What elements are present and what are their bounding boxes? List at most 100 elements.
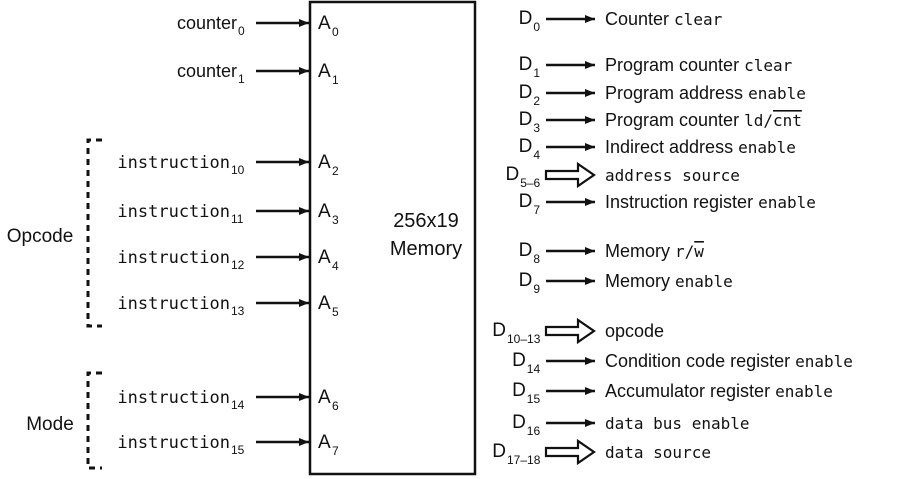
output-desc-signal: clear [744, 56, 793, 75]
output-pin-subscript: 7 [533, 203, 540, 217]
output-desc-signal: enable [758, 193, 816, 212]
input-signal-subscript: 13 [231, 304, 245, 318]
output-signal-description: Counter clear [605, 9, 723, 29]
output-desc-text: Memory [605, 271, 675, 291]
output-pin-label: D [512, 380, 526, 401]
mode-bracket [86, 371, 102, 470]
output-pin-subscript: 8 [533, 252, 540, 266]
input-pin-subscript: 1 [332, 73, 339, 87]
output-signal-description: Memory enable [605, 271, 733, 291]
output-bus-arrow [544, 317, 596, 345]
output-desc-signal: data source [605, 443, 711, 462]
output-desc-text: Memory [605, 241, 675, 261]
input-pin-subscript: 5 [332, 305, 339, 319]
opcode-bracket [86, 138, 102, 328]
output-desc-text: Program address [605, 83, 748, 103]
input-signal-subscript: 1 [238, 72, 245, 86]
input-pin-subscript: 3 [332, 213, 339, 227]
input-signal-subscript: 14 [231, 398, 245, 412]
output-desc-text: Accumulator register [605, 381, 775, 401]
output-pin-label: D [519, 82, 533, 103]
input-signal-subscript: 15 [231, 443, 245, 457]
input-signal-subscript: 11 [231, 212, 244, 226]
mode-group-label: Mode [26, 414, 74, 435]
memory-label-size: 256x19 [393, 210, 459, 232]
output-signal-description: data bus enable [605, 414, 750, 433]
memory-label-type: Memory [390, 238, 462, 260]
input-pin-subscript: 7 [332, 444, 339, 458]
output-desc-text: opcode [605, 321, 664, 341]
output-desc-signal: enable [775, 382, 833, 401]
output-signal-description: Indirect address enable [605, 137, 796, 157]
output-pin-subscript: 9 [533, 282, 540, 296]
input-pin-label: A [318, 432, 331, 453]
output-signal-description: Program counter clear [605, 55, 793, 75]
opcode-group-label: Opcode [7, 226, 74, 247]
input-signal-subscript: 12 [231, 258, 245, 272]
output-pin-subscript: 16 [527, 424, 541, 438]
output-pin-subscript: 2 [533, 94, 540, 108]
output-signal-description: Instruction register enable [605, 192, 816, 212]
output-pin-label: D [512, 350, 526, 371]
input-pin-label: A [318, 293, 331, 314]
output-pin-subscript: 1 [533, 66, 540, 80]
input-pin-label: A [318, 247, 331, 268]
output-signal-description: Program counter ld/cnt [605, 110, 802, 130]
output-desc-active-low: cnt [773, 111, 802, 130]
output-desc-signal: enable [748, 84, 806, 103]
output-pin-subscript: 0 [533, 20, 540, 34]
output-signal-description: Program address enable [605, 83, 806, 103]
input-pin-label: A [318, 61, 331, 82]
memory-block [308, 0, 477, 476]
output-signal-description: opcode [605, 321, 664, 341]
input-pin-label: A [318, 387, 331, 408]
input-pin-label: A [318, 13, 331, 34]
input-signal-label: instruction [117, 202, 230, 222]
input-signal-label: instruction [117, 153, 230, 173]
output-desc-signal: enable [795, 352, 853, 371]
output-desc-text: Instruction register [605, 192, 758, 212]
output-desc-text: Program counter [605, 55, 744, 75]
output-pin-label: D [492, 320, 506, 341]
output-pin-label: D [519, 109, 533, 130]
output-desc-signal: ld/ [744, 111, 773, 130]
input-signal-label: instruction [117, 388, 230, 408]
output-pin-label: D [519, 136, 533, 157]
output-bus-arrow [544, 438, 596, 466]
output-pin-label: D [519, 191, 533, 212]
input-signal-label: instruction [117, 248, 230, 268]
output-bus-arrow [544, 161, 596, 189]
input-pin-subscript: 2 [332, 164, 339, 178]
output-desc-signal: data bus enable [605, 414, 750, 433]
output-signal-description: data source [605, 443, 711, 462]
output-desc-text: Program counter [605, 110, 744, 130]
output-pin-label: D [519, 240, 533, 261]
input-signal-label: instruction [117, 294, 230, 314]
input-pin-label: A [318, 201, 331, 222]
output-pin-label: D [519, 54, 533, 75]
input-pin-subscript: 4 [332, 259, 339, 273]
output-desc-signal: clear [674, 10, 723, 29]
output-desc-signal: address source [605, 166, 740, 185]
output-desc-active-low: w [694, 242, 704, 261]
output-pin-subscript: 17–18 [507, 453, 541, 467]
output-pin-label: D [505, 164, 519, 185]
output-pin-subscript: 14 [527, 362, 541, 376]
input-pin-subscript: 6 [332, 399, 339, 413]
